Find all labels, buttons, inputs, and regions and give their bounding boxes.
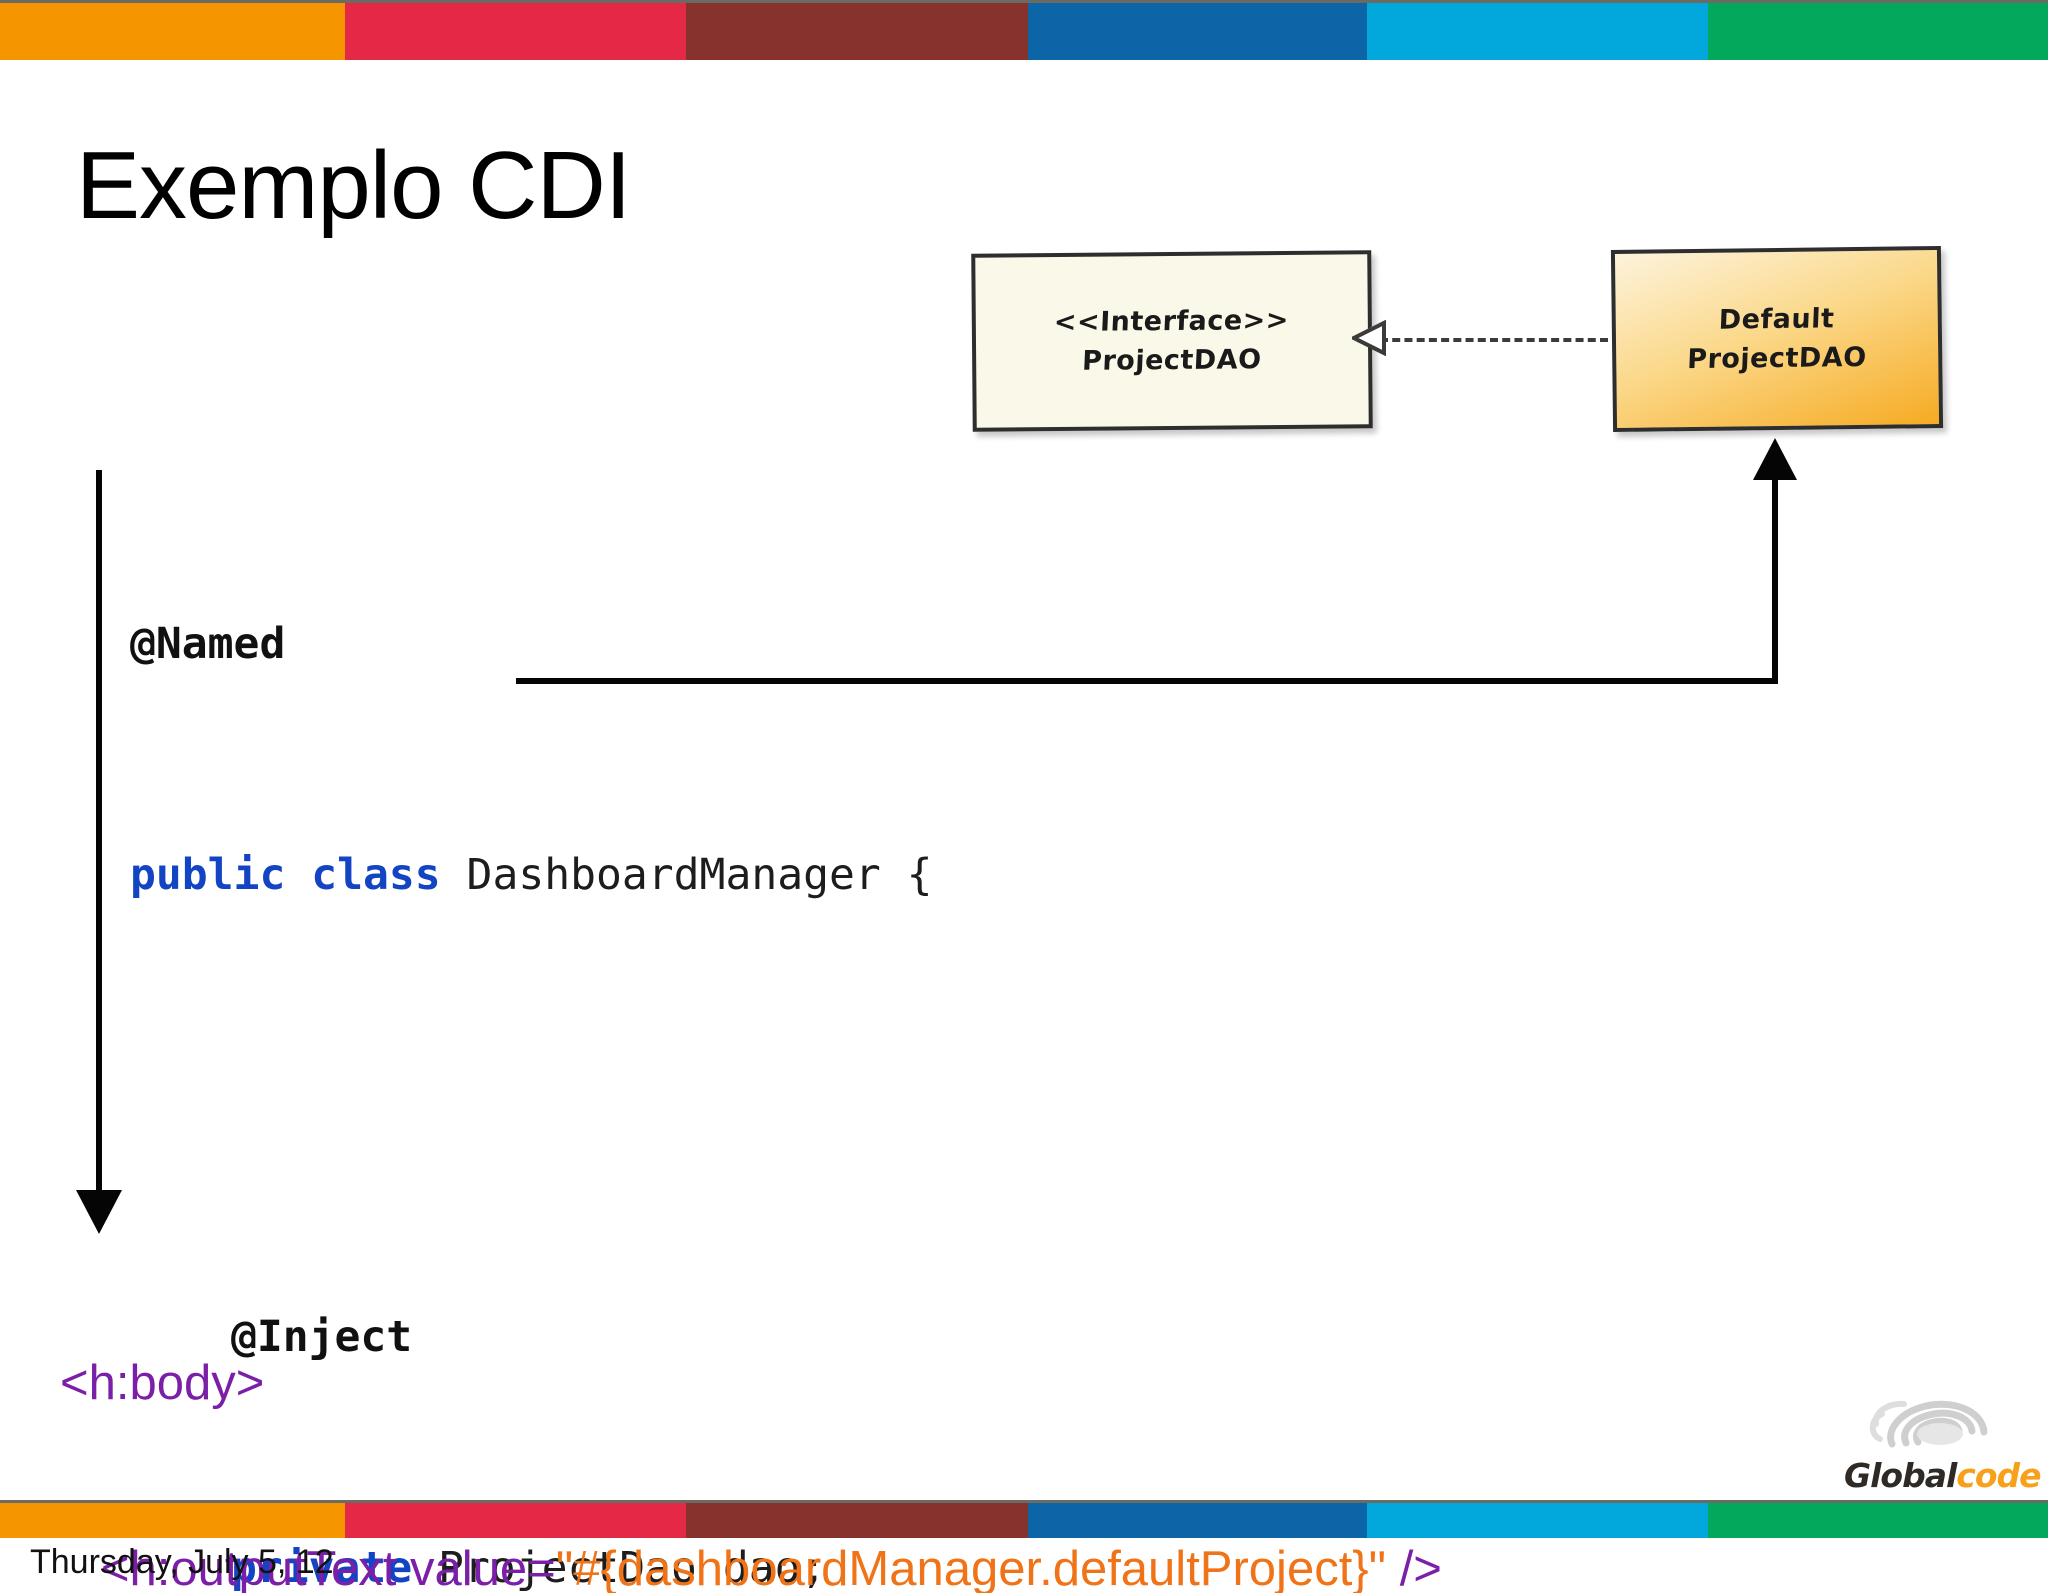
logo-wordmark: Globalcode (1844, 1456, 2042, 1495)
stripe-light-blue (1367, 1503, 1708, 1538)
uml-hollow-triangle-arrow-icon (1352, 320, 1386, 356)
logo-text-global: Global (1844, 1456, 1957, 1495)
xhtml-tag-close: /> (1386, 1542, 1442, 1593)
code-text: ProjectDao dao; (412, 1543, 827, 1593)
stripe-orange (0, 1503, 345, 1538)
logo-text-code: code (1956, 1456, 2041, 1495)
uml-interface-name: ProjectDAO (1081, 344, 1263, 377)
code-keyword: public class (130, 850, 441, 900)
code-annotation: @Inject (230, 1312, 413, 1362)
uml-interface-stereotype: <<Interface>> (1053, 304, 1291, 338)
code-line: public class DashboardManager { (130, 837, 1305, 914)
named-to-view-arrow-shaft (96, 470, 102, 1200)
uml-default-box: Default ProjectDAO (1610, 245, 1944, 433)
code-line: private ProjectDao dao; (130, 1530, 1305, 1593)
code-annotation: @Named (130, 619, 286, 669)
xhtml-line-outputtext: <h:outputText value="#{dashboardManager.… (60, 1538, 1442, 1593)
stripe-orange (0, 3, 345, 60)
xhtml-tag: <h:body> (60, 1356, 265, 1410)
swirl-icon (1869, 1400, 1988, 1448)
code-text: DashboardManager { (440, 850, 933, 900)
uml-interface-box: <<Interface>> ProjectDAO (971, 250, 1373, 432)
xhtml-snippet-block: <h:body> <h:outputText value="#{dashboar… (60, 1228, 1442, 1593)
code-line-blank (130, 1068, 1305, 1145)
uml-realization-dashed-line (1380, 338, 1608, 346)
stripe-green (1708, 1503, 2048, 1538)
inject-arrow-horizontal-shaft (516, 678, 1778, 684)
inject-arrow-vertical-shaft (1772, 452, 1778, 684)
stripe-dark-red (686, 1503, 1028, 1538)
bottom-color-bar (0, 1500, 2048, 1538)
stripe-green (1708, 3, 2048, 60)
code-line: @Named (130, 606, 1305, 683)
uml-default-qualifier: Default (1718, 303, 1836, 336)
xhtml-line-body-open: <h:body> (60, 1352, 1442, 1414)
code-line: @Inject (130, 1299, 1305, 1376)
stripe-dark-blue (1028, 3, 1367, 60)
globalcode-logo: Globalcode (1838, 1398, 2042, 1498)
xhtml-tag: <h:outputText value= (60, 1542, 556, 1593)
top-color-bar (0, 0, 2048, 60)
xhtml-el-value: "#{dashboardManager.defaultProject}" (555, 1542, 1387, 1593)
named-to-view-arrow-head-icon (76, 1190, 122, 1234)
page-title: Exemplo CDI (76, 132, 631, 239)
footer-date: Thursday, July 5, 12 (30, 1543, 334, 1581)
stripe-red (345, 1503, 686, 1538)
stripe-light-blue (1367, 3, 1708, 60)
stripe-red (345, 3, 686, 60)
stripe-dark-blue (1028, 1503, 1367, 1538)
inject-arrow-head-icon (1753, 438, 1797, 480)
uml-default-name: ProjectDAO (1686, 341, 1868, 376)
java-code-block: @Named public class DashboardManager { @… (130, 452, 1305, 1593)
code-keyword: private (230, 1543, 413, 1593)
stripe-dark-red (686, 3, 1028, 60)
